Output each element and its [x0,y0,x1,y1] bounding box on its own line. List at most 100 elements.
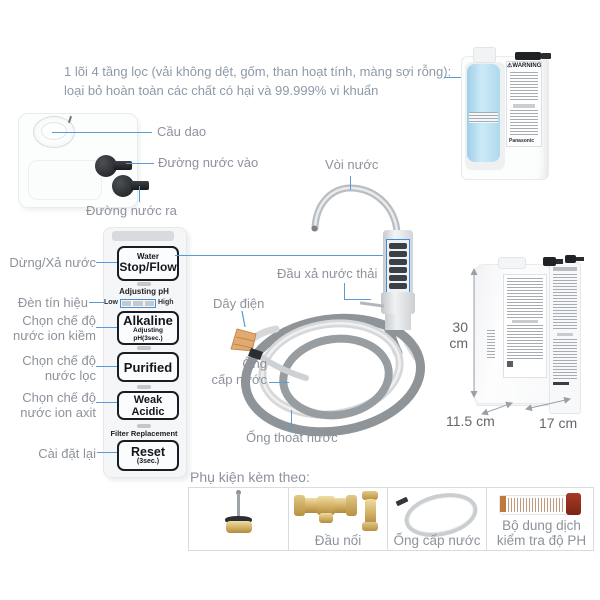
ph-bottle-band [500,496,506,512]
diverter-pin-ball [236,490,241,495]
drain-head-label: Đầu xả nước thải [277,266,378,281]
unit-fitting-1 [543,257,556,266]
elbow-hex-top [362,491,378,500]
outlet-nozzle [112,175,134,197]
accessory-label-3: Ống cấp nước [393,533,481,548]
outlet-label: Đường nước ra [86,203,177,218]
hose-connector-tip [395,496,409,507]
warning-icon: ⚠ [507,63,513,69]
filter-top-fitting [515,52,541,60]
brand-label: Panasonic [509,138,535,144]
accessory-label-4: Bộ dung dịch kiểm tra độ PH [496,518,587,548]
callout-purified-line [96,366,117,367]
supply-hose-pointer [269,382,289,383]
unit-side-label [487,330,495,358]
filter-replacement-label: Filter Replacement [110,429,178,438]
faucet-panel-button [389,275,407,281]
faucet-panel-button [389,243,407,249]
drain-head-pointer-h [344,299,371,300]
breaker-label: Cầu dao [157,124,207,139]
high-label: High [158,299,174,306]
alkaline-button-label: Alkaline [123,312,173,328]
reset-button-sub: (3sec.) [136,457,160,465]
drain-hose-label: Ống thoát nước [246,430,338,445]
power-cord-pointer [241,310,246,328]
adjusting-ph-label: Adjusting pH [119,287,169,296]
power-cord-connector [230,328,263,360]
purified-button: Purified [117,352,179,382]
filter-description-note: 1 lõi 4 tầng lọc (vải không dệt, gốm, th… [64,64,452,98]
dimension-lines [470,267,572,416]
outlet-nozzle-stub [131,181,149,190]
drain-hose-pointer [291,410,292,429]
ph-segment [144,301,154,306]
unit-label-lines [507,278,543,318]
t-connector-nut-right [346,495,357,516]
elbow-body [365,499,376,525]
callout-purified: Chọn chế độ nước lọc [22,353,96,383]
low-label: Low [104,299,118,306]
callout-stop-flow-line [96,262,117,263]
faucet-panel-button [389,251,407,257]
ph-bottle-cap [566,493,581,515]
accessory-cell-diverter [189,488,289,550]
unit-label-bar [512,320,538,323]
diverter-pin [237,493,240,518]
warning-divider [513,104,535,108]
elbow-hex-bottom [362,522,378,531]
stop-flow-button-top: Water [137,252,159,261]
weak-acidic-button-label: Weak Acidic [131,393,165,418]
unit-fitting-1-stub [556,259,563,264]
unit-fitting-2 [565,255,576,263]
faucet-panel-button [389,259,407,265]
faucet-panel-button [389,267,407,273]
unit-top-cap [498,257,526,269]
ph-level-bar [120,299,156,308]
inlet-label: Đường nước vào [158,155,259,170]
ph-bottle-text [508,498,564,512]
callout-reset-line [97,452,117,453]
back-plate-divider [557,333,573,336]
faucet-label: Vòi nước [325,157,379,172]
t-connector-nut-left [294,495,305,516]
t-connector-stem [319,513,333,523]
ph-indicator-dot [137,282,151,286]
reset-button: Reset (3sec.) [117,440,179,471]
warning-panel: ⚠WARNING Panasonic [506,61,542,147]
back-plate-brand-bar [553,382,569,385]
callout-alkaline-line [96,327,117,328]
ph-bottle-body [499,495,569,515]
ph-segment [133,301,143,306]
faucet-neck [311,184,401,237]
back-plate-lines [553,274,577,330]
inlet-nozzle-stub [114,161,132,170]
faucet-collar [381,292,415,314]
callout-acidic-line [96,402,117,403]
alkaline-button-sub: Adjusting pH(3sec.) [133,326,163,342]
dimension-height: 30 cm [449,319,468,351]
reset-button-label: Reset [130,444,166,459]
accessory-cell-hose: Ống cấp nước [388,486,487,550]
dimension-depth: 11.5 cm [446,413,495,429]
filter-cartridge-label [469,112,498,123]
diverter-base [226,521,252,533]
unit-fitting-2-stub [576,257,584,261]
power-cord-label: Dây điện [213,296,265,311]
stop-flow-to-faucet-line [175,255,386,256]
filter-top-fitting-stub [541,53,551,59]
faucet-panel-button [389,283,407,289]
callout-stop-flow: Dừng/Xả nước [9,255,96,270]
warning-text: WARNING [512,63,541,69]
callout-indicator: Đèn tín hiệu [17,295,88,310]
outlet-line [139,186,140,202]
accessory-cell-ph-kit: Bộ dung dịch kiểm tra độ PH [487,488,596,550]
breaker-line [52,132,152,133]
t-connector-boss [317,496,335,515]
inlet-nozzle [95,155,117,177]
accessories-title: Phụ kiện kèm theo: [190,469,310,485]
callout-reset: Cài đặt lại [38,446,96,461]
warning-body-lines-2 [510,110,538,136]
stop-flow-button: Water Stop/Flow [117,246,179,281]
back-plate-header [553,267,577,271]
alkaline-button: Alkaline Adjusting pH(3sec.) [117,311,179,345]
